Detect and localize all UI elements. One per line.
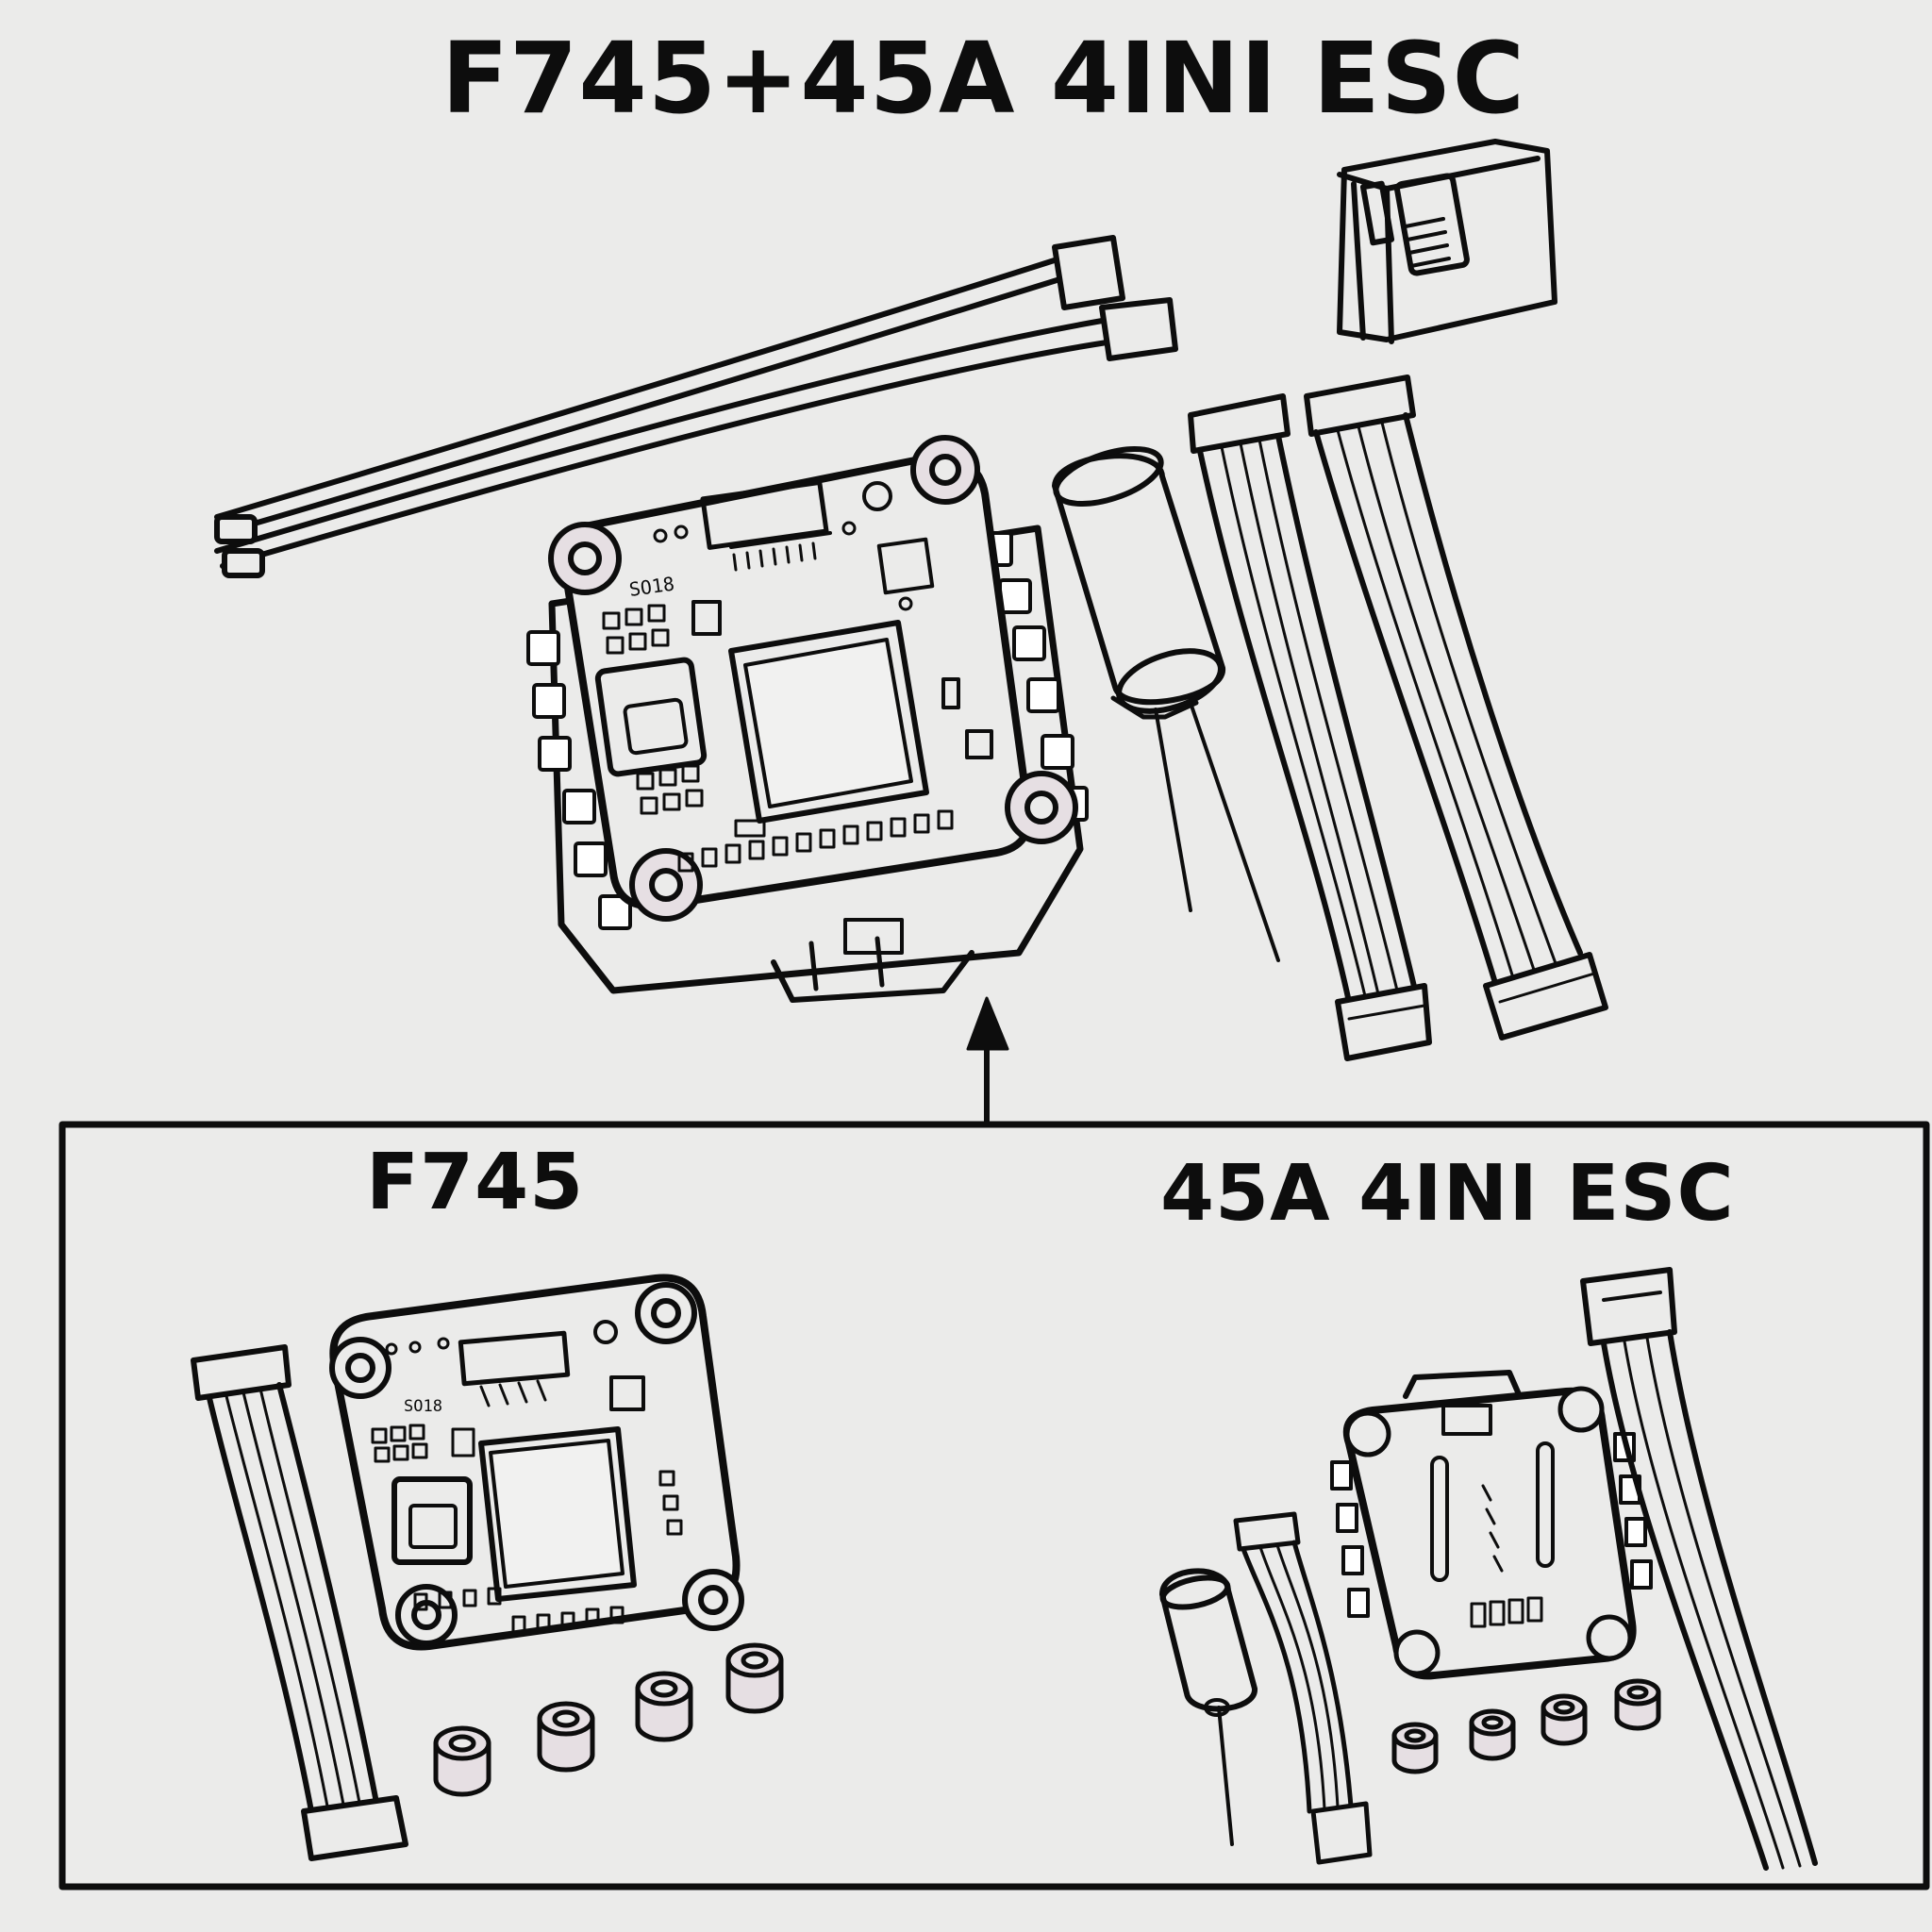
f745-label: F745 [366, 1138, 585, 1227]
stack-mount-holes [548, 435, 1078, 922]
power-lead [214, 139, 1557, 578]
xt60-connector [1337, 139, 1557, 344]
ribbon-cable-short [1233, 1511, 1373, 1865]
esc-standoffs [1391, 1678, 1661, 1774]
ribbon-cable-2 [1304, 375, 1608, 1041]
assembled-stack: SO18 [526, 435, 1089, 1003]
capacitor-large [1052, 445, 1280, 962]
esc-board [1330, 1370, 1653, 1680]
stack-pads [602, 521, 954, 873]
page-title: F745+45A 4INI ESC [441, 21, 1525, 136]
esc-signal-lead [1580, 1267, 1818, 1871]
capacitor-small [1159, 1568, 1257, 1846]
fc-board-marking: SO18 [404, 1397, 442, 1416]
fc-standoffs [433, 1642, 784, 1797]
up-arrow-icon [966, 996, 1009, 1125]
ribbon-cable-1 [1188, 393, 1432, 1061]
esc-label: 45A 4INI ESC [1160, 1149, 1735, 1239]
contents-panel [58, 1121, 1930, 1890]
ribbon-cable-3 [191, 1344, 408, 1861]
stack-mcu [728, 620, 929, 824]
fc-mcu [478, 1426, 637, 1602]
f745-flight-controller: SO18 [329, 1274, 744, 1651]
